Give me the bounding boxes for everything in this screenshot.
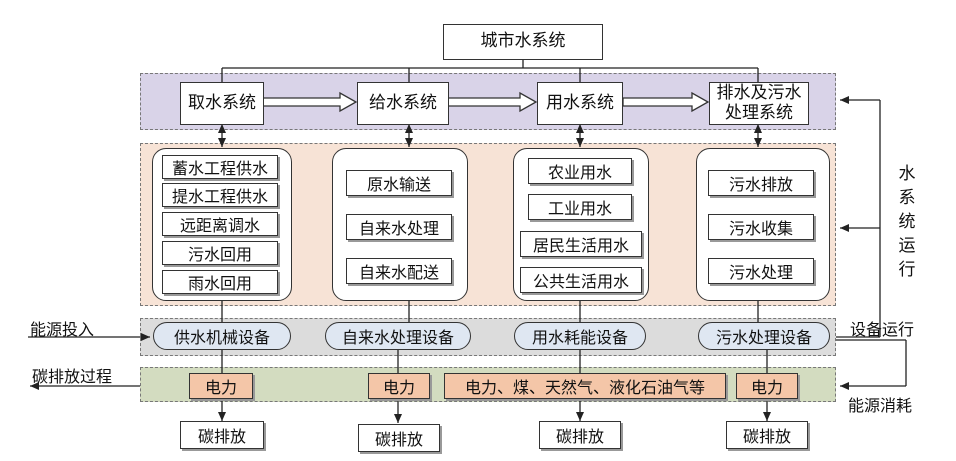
carbon-process-label: 碳排放过程 (32, 367, 113, 386)
carbon-emission-box: 碳排放 (539, 421, 621, 449)
intake-item: 污水回用 (162, 241, 278, 265)
water-use-system: 用水系统 (537, 82, 623, 125)
intake-item: 蓄水工程供水 (162, 155, 278, 179)
drainage-sewage-system: 排水及污水处理系统 (709, 82, 809, 125)
use-item: 工业用水 (528, 194, 632, 220)
supply-item: 自来水配送 (346, 258, 452, 284)
drainage-item: 污水收集 (708, 214, 814, 240)
sewage-treatment-equipment-pill: 污水处理设备 (698, 322, 830, 350)
water-supply-machinery-pill: 供水机械设备 (153, 322, 291, 350)
supply-item: 自来水处理 (346, 214, 452, 240)
supply-item: 原水输送 (346, 170, 452, 196)
tap-water-treatment-equipment-pill: 自来水处理设备 (325, 322, 471, 350)
electricity-box: 电力 (368, 373, 430, 399)
water-use-energy-equipment-pill: 用水耗能设备 (514, 322, 646, 350)
use-item: 公共生活用水 (520, 267, 642, 293)
carbon-emission-box: 碳排放 (180, 421, 264, 449)
intake-item: 雨水回用 (162, 270, 278, 294)
city-water-system-title: 城市水系统 (443, 24, 603, 60)
drainage-item: 污水处理 (708, 258, 814, 284)
water-supply-system: 给水系统 (357, 82, 449, 125)
use-item: 农业用水 (528, 158, 632, 184)
use-item: 居民生活用水 (520, 231, 642, 257)
intake-item: 提水工程供水 (162, 183, 278, 207)
water-intake-system: 取水系统 (180, 82, 264, 125)
electricity-box: 电力 (189, 373, 253, 399)
equipment-operation-label: 设备运行 (850, 320, 915, 339)
drainage-item: 污水排放 (708, 170, 814, 196)
water-system-operation-label: 水系统运行 (898, 164, 916, 280)
intake-item: 远距离调水 (162, 212, 278, 236)
energy-consumption-label: 能源消耗 (848, 396, 913, 415)
electricity-box: 电力 (736, 373, 798, 399)
energy-input-label: 能源投入 (30, 320, 95, 339)
mixed-energy-box: 电力、煤、天然气、液化石油气等 (444, 373, 726, 399)
carbon-emission-box: 碳排放 (726, 421, 808, 449)
carbon-emission-box: 碳排放 (358, 424, 440, 452)
